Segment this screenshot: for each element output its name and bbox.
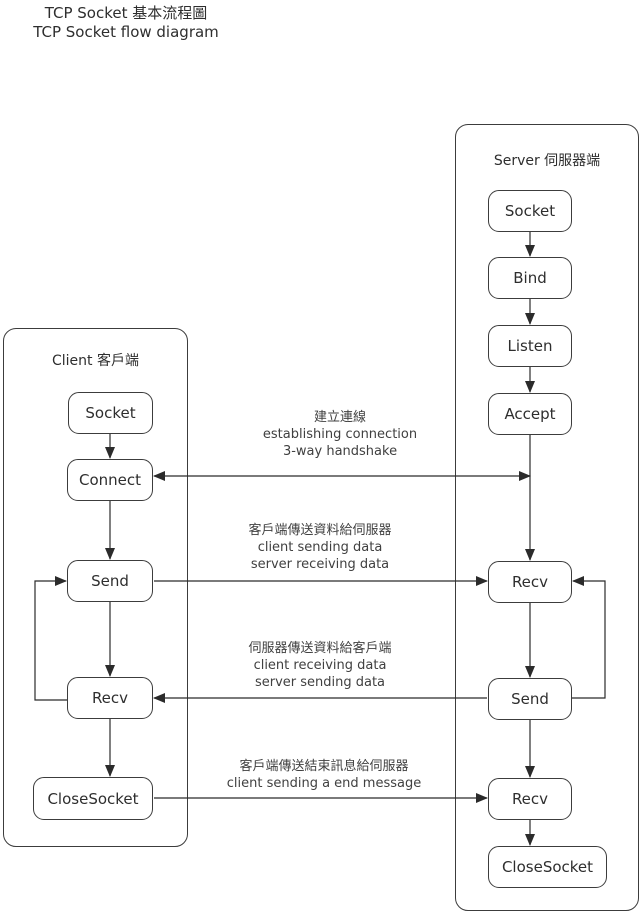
annotation-handshake-zh: 建立連線 (313, 410, 366, 425)
annotation-client-send-zh: 客戶端傳送資料給伺服器 (248, 523, 392, 538)
annotation-handshake-en1: establishing connection (262, 427, 418, 442)
server-socket-node: Socket (488, 190, 572, 232)
client-group-container: Client 客戶端 (3, 328, 188, 847)
client-recv-node: Recv (67, 677, 153, 719)
annotation-close-message-en: client sending a end message (226, 776, 422, 791)
server-accept-node: Accept (488, 393, 572, 435)
annotation-server-send-en2: server sending data (254, 675, 386, 690)
client-closesocket-node: CloseSocket (33, 777, 153, 820)
server-closesocket-node: CloseSocket (488, 846, 607, 888)
server-send-node: Send (488, 678, 572, 720)
loop-server-send-to-recv (572, 576, 606, 699)
server-group-title: Server 伺服器端 (493, 153, 601, 169)
page-title-en: TCP Socket flow diagram (33, 23, 219, 41)
server-recv2-node: Recv (488, 778, 572, 820)
client-connect-node: Connect (67, 459, 153, 501)
annotation-server-send-en1: client receiving data (253, 658, 387, 673)
annotation-server-send: 伺服器傳送資料給客戶端 client receiving data server… (220, 640, 420, 691)
annotation-server-send-zh: 伺服器傳送資料給客戶端 (248, 641, 392, 656)
annotation-client-send-en2: server receiving data (250, 557, 390, 572)
annotation-client-send-en1: client sending data (257, 540, 383, 555)
annotation-handshake-en2: 3-way handshake (282, 444, 398, 459)
page-title: TCP Socket 基本流程圖 TCP Socket flow diagram (18, 4, 234, 42)
annotation-close-message-zh: 客戶端傳送結束訊息給伺服器 (239, 759, 409, 774)
loop-client-recv-to-send (34, 576, 67, 701)
server-group-container: Server 伺服器端 (455, 124, 639, 911)
annotation-close-message: 客戶端傳送結束訊息給伺服器 client sending a end messa… (224, 758, 424, 792)
annotation-handshake: 建立連線 establishing connection 3-way hands… (240, 409, 440, 460)
page-title-zh: TCP Socket 基本流程圖 (44, 4, 208, 22)
client-send-node: Send (67, 560, 153, 602)
client-socket-node: Socket (68, 392, 153, 434)
client-group-title: Client 客戶端 (52, 353, 139, 369)
annotation-client-send: 客戶端傳送資料給伺服器 client sending data server r… (220, 522, 420, 573)
server-recv1-node: Recv (488, 561, 572, 603)
server-bind-node: Bind (488, 257, 572, 299)
server-listen-node: Listen (488, 325, 572, 367)
